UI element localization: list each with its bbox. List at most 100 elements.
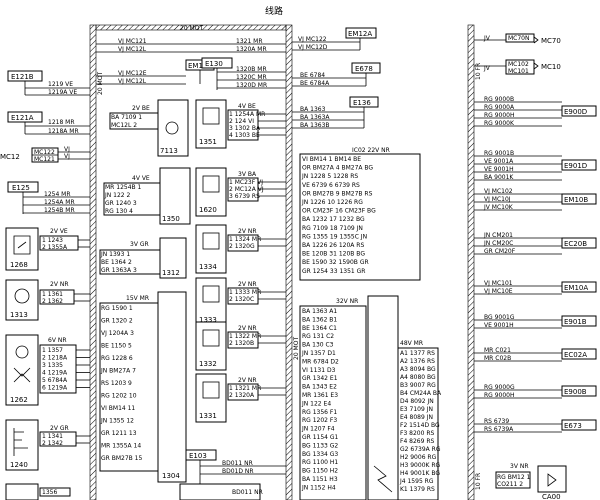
component-id: 1268 (10, 261, 28, 269)
wire-label: MC122 (34, 149, 55, 156)
component-id: 1333 (199, 316, 217, 324)
pin: 2 1320C (229, 296, 254, 303)
wire-label: MR C021 (484, 347, 511, 354)
connector-e678-label: E678 (355, 65, 373, 73)
pin: JN BM27A 7 (100, 368, 136, 375)
pin-row: J4 1595 RG (399, 478, 434, 485)
pin-row: BA 130 C3 (302, 342, 334, 349)
wire-label: BG 9001G (484, 314, 515, 321)
component-header: 15V MR (126, 295, 149, 302)
pin: 3 1302 BA (229, 125, 261, 132)
pin: 1 1254A MR (229, 111, 265, 118)
wire-label: RG 9000H (484, 392, 515, 399)
pin: 1 MC23F VJ (229, 179, 263, 186)
component-header: 3V GR (130, 241, 149, 248)
connector-e125: E125 1254 MR 1254A MR 1254B MR (7, 181, 90, 214)
wire-label: VJ MC102 (484, 188, 513, 195)
wire-label: RG 9001B (484, 150, 514, 157)
component-header: 2V NR (238, 281, 257, 288)
component-header: 3V BA (238, 171, 257, 178)
connector-e121b-label: E121B (11, 73, 34, 81)
component-id: 1240 (10, 461, 28, 469)
pin: 2 1320G (229, 243, 255, 250)
wire-label: JV MC10K (483, 204, 514, 211)
pin: 2 1342 (42, 440, 63, 447)
connector-mc10-label: MC10 (541, 63, 561, 71)
component-id: 7113 (160, 147, 178, 155)
wire-label: MC101 (508, 68, 529, 75)
component-id: 1351 (199, 138, 217, 146)
bus-left-label: 20 MOT (97, 72, 104, 95)
pin: GR 1363A 3 (101, 267, 137, 274)
pin-row: H2 9006 RG (400, 454, 437, 461)
gauge-icon (13, 428, 28, 456)
connector-e103: E103 BD011 NR BD01D NR BD011 NR (179, 449, 286, 500)
connector-em10a-label: EM10A (564, 284, 588, 292)
pin-row: B4 CM24A BA (400, 390, 442, 397)
pin: RG 130 4 (105, 208, 133, 215)
pin-row: OR BM27A 4 BM27A BG (302, 165, 373, 172)
pin: BE 1150 5 (101, 343, 132, 350)
connector-e121b: E121B 1219 VE 1219A VE (7, 70, 90, 96)
pin: 2 124 VI (229, 118, 254, 125)
ic02-header: IC02 22V NR (352, 147, 390, 154)
connector-mc12: MC12 MC122 MC121 VJ VJ (0, 146, 90, 163)
pin-row: JN 1207 F4 (301, 426, 335, 433)
wire-label: VJ MC101 (484, 280, 513, 287)
component-1350: 4V VE MR 1254B 1 JN 122 2 GR 1240 3 RG 1… (103, 167, 191, 225)
component-header: 4V VE (132, 175, 150, 182)
connector-em10b-label: EM10B (564, 196, 588, 204)
wire-label: 1321 MR (236, 38, 263, 45)
pin-row: JN 1228 5 1228 RS (301, 173, 358, 180)
wire-label: VJ MC10J (484, 196, 511, 203)
component-id: 1304 (162, 472, 180, 480)
wire-label: 1254A MR (44, 199, 75, 206)
pin-row: K1 1379 RS (400, 486, 435, 493)
component-1268: 1268 2V VE 1 1243 2 1355A (5, 227, 90, 271)
component-header: 2V GR (50, 425, 69, 432)
pin-row: BA 1151 H3 (302, 476, 338, 483)
wire-label: 1320A MR (236, 46, 267, 53)
pin-row: MR 6784 D2 (302, 358, 339, 365)
connector-mc12-label: MC12 (0, 153, 20, 161)
pin: GR 1240 3 (105, 200, 137, 207)
pin: GR 1320 2 (101, 318, 133, 325)
pin: MR 1355A 14 (101, 443, 141, 450)
component-header: 6V NR (48, 337, 67, 344)
pin: JN 122 2 (104, 192, 131, 199)
component-header: 2V BE (132, 105, 150, 112)
pin: RG BM12 1 (497, 474, 531, 481)
component-header: 2V NR (238, 325, 257, 332)
wire-label: RG 9000K (484, 120, 515, 127)
wire-label: BD01D NR (222, 468, 254, 475)
bus-center-label: 20 MOT (293, 337, 300, 360)
c48v-header: 48V MR (400, 340, 423, 347)
connector-e673-label: E673 (564, 422, 582, 430)
wire-label: VE 9001A (484, 158, 514, 165)
pin-row: A3 8094 BG (400, 366, 436, 373)
bus-top (95, 24, 287, 31)
pin: 1 1357 (42, 347, 63, 354)
connector-em12a-label: EM12A (348, 30, 372, 38)
pin: 4 1303 BE (229, 132, 260, 139)
pin: MR 1254B 1 (105, 184, 142, 191)
bus-right (467, 24, 475, 500)
pin-row: D4 8092 JN (400, 398, 434, 405)
pin: RG 1228 6 (101, 355, 133, 362)
component-header: 2V NR (50, 281, 69, 288)
component-id: CA00 (542, 493, 561, 500)
pin-row: VE 6739 6 6739 RS (302, 182, 360, 189)
component-1313: 1313 2V NR 1 1361 2 1362 (5, 279, 90, 321)
component-header: 2V NR (238, 377, 257, 384)
pin: JN 1393 1 (100, 251, 130, 258)
pin-row: BA 1363 A1 (302, 308, 337, 315)
pin-row: BE 1590 32 1590B GR (302, 259, 369, 266)
